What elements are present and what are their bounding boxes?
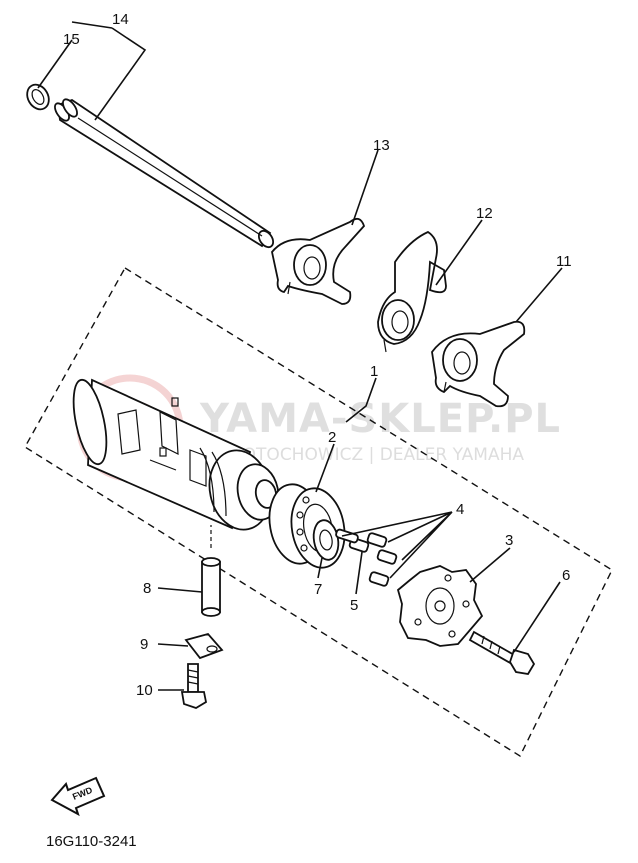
part-8-dowel-pin — [201, 525, 221, 617]
part-11-shift-fork — [431, 320, 526, 408]
callout-11: 11 — [556, 253, 572, 270]
callout-14: 14 — [112, 11, 129, 28]
part-5-pin — [335, 528, 359, 544]
callout-1: 1 — [370, 363, 378, 380]
part-12-shift-fork — [377, 230, 447, 353]
part-10-screw — [180, 663, 208, 709]
callout-10: 10 — [136, 682, 153, 699]
part-9-stopper-plate — [184, 632, 224, 660]
watermark-subtitle: MOTOCHOWICZ | DEALER YAMAHA — [228, 445, 524, 465]
callout-15: 15 — [63, 31, 80, 48]
callout-13: 13 — [373, 137, 390, 154]
part-3-segment — [396, 565, 484, 647]
part-14-guide-bar — [54, 98, 275, 249]
callout-12: 12 — [476, 205, 493, 222]
callout-6: 6 — [562, 567, 570, 584]
callout-labels: 14 15 13 12 11 1 2 3 4 5 6 7 8 9 10 — [63, 11, 572, 699]
callout-7: 7 — [314, 581, 322, 598]
part-15-circlip — [26, 83, 50, 111]
callout-9: 9 — [140, 636, 148, 653]
fwd-arrow: FWD — [50, 776, 106, 817]
leader-lines — [37, 21, 563, 691]
part-4-pins — [348, 532, 398, 587]
part-13-shift-fork — [271, 217, 366, 305]
callout-3: 3 — [505, 532, 513, 549]
callout-8: 8 — [143, 580, 151, 597]
assembly-boundary-dashed — [24, 267, 613, 758]
part-6-bolt — [468, 630, 536, 675]
callout-4: 4 — [456, 501, 464, 518]
part-7-collar — [312, 519, 340, 561]
callout-5: 5 — [350, 597, 358, 614]
part-1-shift-drum — [72, 378, 280, 531]
diagram-code: 16G110-3241 — [46, 833, 137, 850]
callout-2: 2 — [328, 429, 336, 446]
part-2-bearing — [268, 483, 346, 569]
